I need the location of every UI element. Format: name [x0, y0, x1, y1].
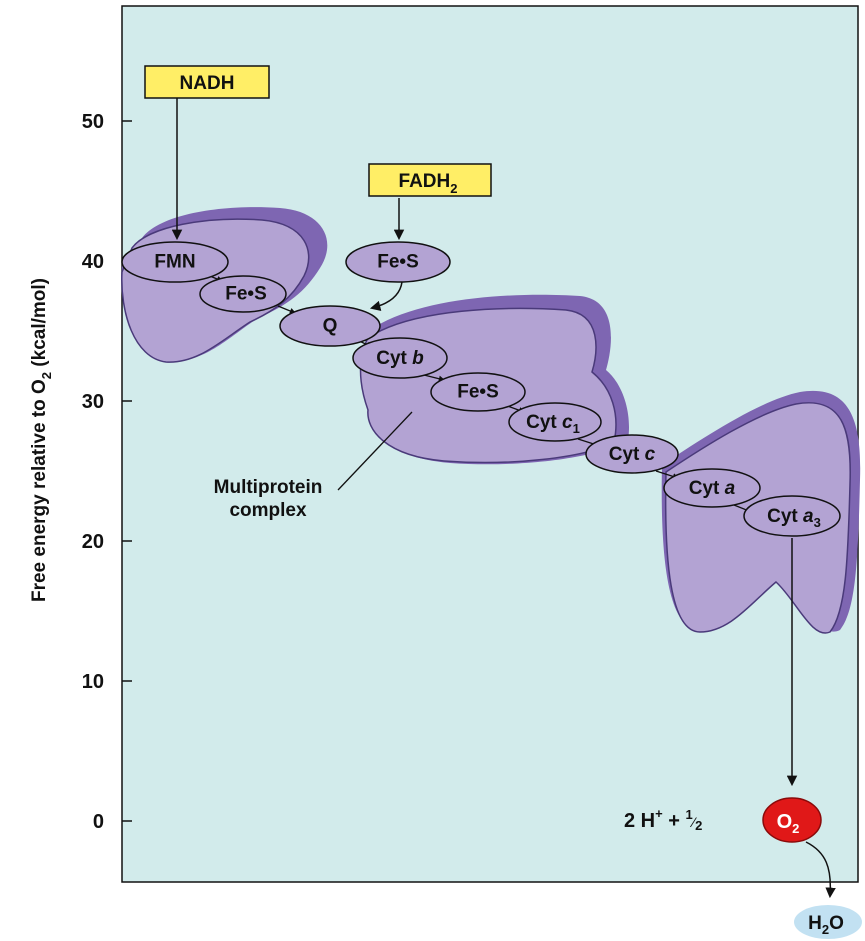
- svg-text:2 H+ + 1⁄2: 2 H+ + 1⁄2: [624, 806, 702, 833]
- nadh-input: NADH: [144, 65, 270, 241]
- oxygen-molecule: O2: [762, 797, 822, 843]
- carrier-fe-s-1: Fe•S: [199, 275, 287, 313]
- y-tick-label: 20: [82, 531, 104, 553]
- svg-text:complex: complex: [229, 500, 307, 521]
- svg-text:H2O: H2O: [808, 913, 844, 937]
- oxygen-reaction: 2 H+ + 1⁄2: [624, 806, 702, 833]
- svg-text:Fe•S: Fe•S: [457, 382, 499, 403]
- y-axis: 50 40 30 20 10 0: [82, 111, 132, 833]
- svg-text:Multiprotein: Multiprotein: [214, 477, 323, 498]
- y-tick-label: 10: [82, 671, 104, 693]
- to-water-arrow: [805, 841, 836, 899]
- svg-text:FADH2: FADH2: [399, 171, 458, 196]
- fes-to-q-arrow: [369, 281, 403, 312]
- carrier-fe-s-2: Fe•S: [345, 241, 451, 283]
- svg-text:Cyt a3: Cyt a3: [767, 506, 821, 530]
- svg-text:Fe•S: Fe•S: [377, 252, 419, 273]
- svg-text:Cyt b: Cyt b: [376, 348, 424, 369]
- carrier-fe-s-3: Fe•S: [430, 372, 526, 412]
- fadh2-input: FADH2: [368, 163, 492, 241]
- svg-text:FMN: FMN: [154, 252, 195, 273]
- svg-text:NADH: NADH: [180, 73, 235, 94]
- carrier-fmn: FMN: [121, 241, 229, 283]
- svg-text:Q: Q: [323, 316, 338, 337]
- carrier-cyt-c: Cyt c: [585, 434, 679, 474]
- svg-text:Cyt c: Cyt c: [609, 444, 656, 465]
- carrier-q: Q: [279, 305, 381, 347]
- svg-text:Fe•S: Fe•S: [225, 284, 267, 305]
- carrier-cyt-a: Cyt a: [663, 468, 761, 508]
- carrier-cyt-b: Cyt b: [352, 337, 448, 379]
- water-molecule: H2O: [794, 905, 862, 939]
- y-tick-label: 50: [82, 111, 104, 133]
- multiprotein-complex-annotation: Multiprotein complex: [214, 411, 413, 521]
- svg-text:Cyt c1: Cyt c1: [526, 412, 580, 436]
- y-tick-label: 30: [82, 391, 104, 413]
- carrier-cyt-c1: Cyt c1: [508, 402, 602, 442]
- y-tick-label: 0: [93, 811, 104, 833]
- svg-text:Cyt a: Cyt a: [689, 478, 736, 499]
- y-axis-title: Free energy relative to O2 (kcal/mol): [29, 278, 54, 602]
- svg-text:O2: O2: [777, 811, 800, 836]
- y-tick-label: 40: [82, 251, 104, 273]
- carrier-cyt-a3: Cyt a3: [743, 495, 841, 537]
